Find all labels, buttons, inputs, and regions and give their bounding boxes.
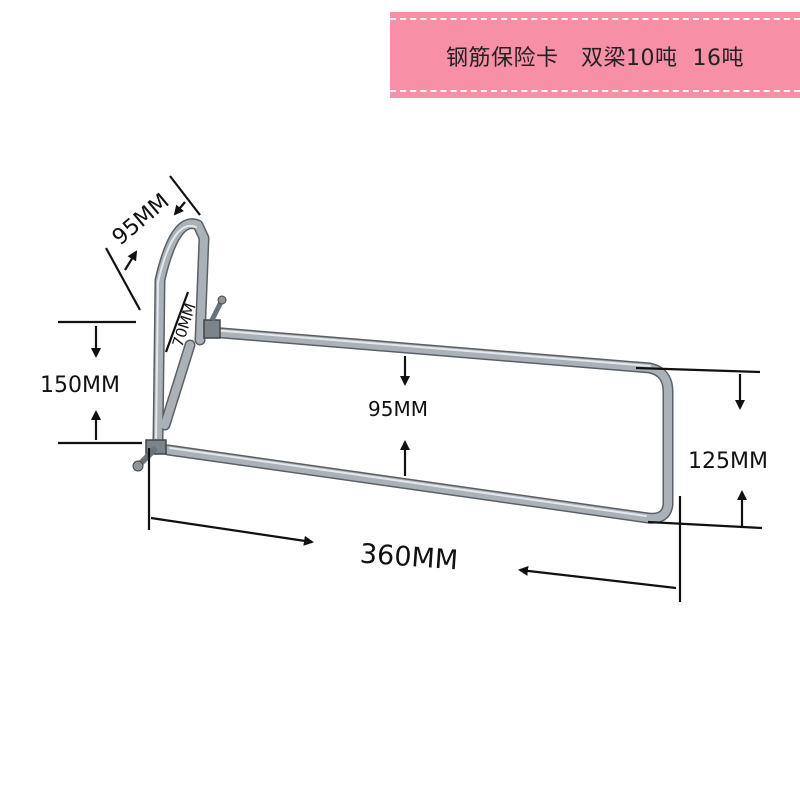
- dim-label-length: 360MM: [359, 539, 459, 577]
- dimension-lines: [58, 175, 763, 602]
- banner-title: 钢筋保险卡 双梁10吨 16吨: [446, 46, 744, 71]
- bolt-clamp-bottom: [132, 439, 167, 472]
- banner-stitch-top: [390, 18, 800, 20]
- dim-label-inner-width: 95MM: [368, 397, 428, 421]
- dim-label-end-height: 125MM: [688, 449, 768, 474]
- bolt-clamp-top: [203, 295, 227, 339]
- title-banner: 钢筋保险卡 双梁10吨 16吨: [390, 12, 800, 98]
- dim-label-top-width: 95MM: [108, 189, 175, 251]
- banner-stitch-bottom: [390, 90, 800, 92]
- steel-clamp-frame: [152, 218, 674, 524]
- dim-label-height: 150MM: [40, 373, 120, 398]
